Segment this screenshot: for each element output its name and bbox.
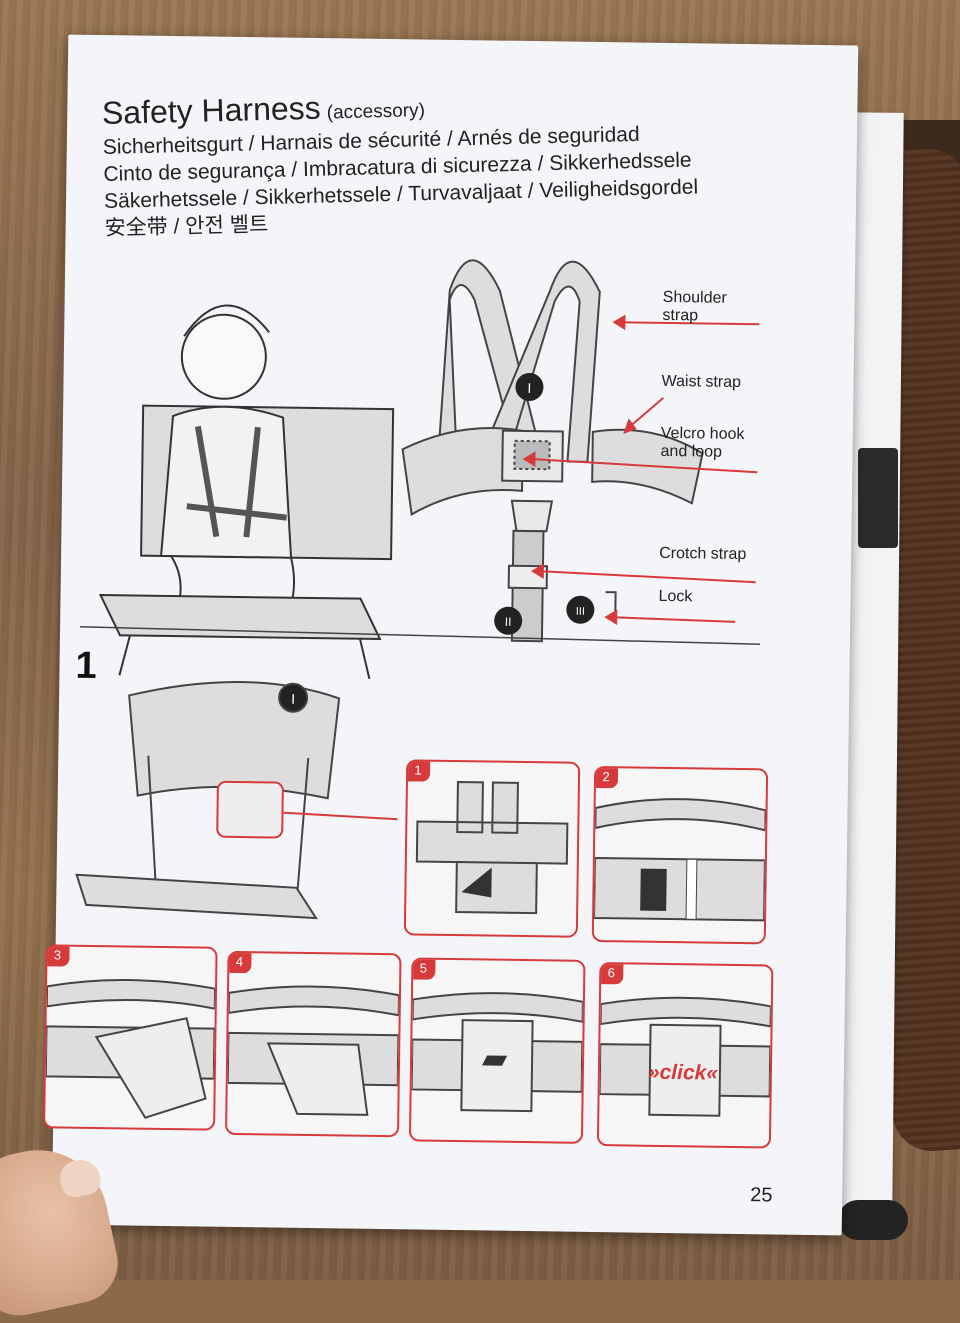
instruction-panel: 6 »click«: [596, 962, 774, 1149]
panel-drawing: [415, 781, 569, 915]
panel-drawing: [410, 992, 584, 1113]
manual-page: Safety Harness(accessory) Sicherheitsgur…: [43, 34, 859, 1236]
marker-2: II: [505, 615, 512, 629]
label-lock: Lock: [658, 587, 693, 606]
panel-drawing: [593, 798, 767, 922]
plastic-hook: [838, 1200, 908, 1240]
marker-1: I: [527, 380, 531, 396]
panel-drawing: [45, 978, 216, 1119]
instruction-panel: 1: [403, 759, 581, 938]
plastic-clip: [858, 448, 898, 548]
panel-drawing: [598, 996, 772, 1117]
instruction-panel: 2: [591, 765, 769, 945]
instruction-panel: 3: [43, 944, 218, 1131]
step-number: 1: [75, 644, 97, 687]
harness-illustration: I II III: [75, 259, 760, 920]
roman-markers: [494, 373, 595, 635]
label-crotch-strap: Crotch strap: [659, 544, 747, 564]
harness-diagram: [401, 259, 704, 643]
marker-3: III: [576, 606, 585, 618]
divider: [80, 626, 760, 646]
child-in-chair-drawing: [98, 304, 395, 680]
label-waist-strap: Waist strap: [661, 372, 742, 391]
callout-arrows: [522, 314, 760, 626]
panel-drawing: [227, 985, 400, 1116]
chair-back-drawing: [75, 680, 398, 920]
label-shoulder-strap: Shoulder strap: [662, 288, 727, 325]
page-number: 25: [750, 1184, 773, 1207]
click-text: »click«: [647, 1060, 719, 1085]
label-velcro: Velcro hook and loop: [660, 424, 745, 461]
marker-1-step: I: [291, 691, 295, 707]
instruction-panel: 5: [408, 957, 586, 1144]
instruction-panel: 4: [224, 950, 402, 1138]
